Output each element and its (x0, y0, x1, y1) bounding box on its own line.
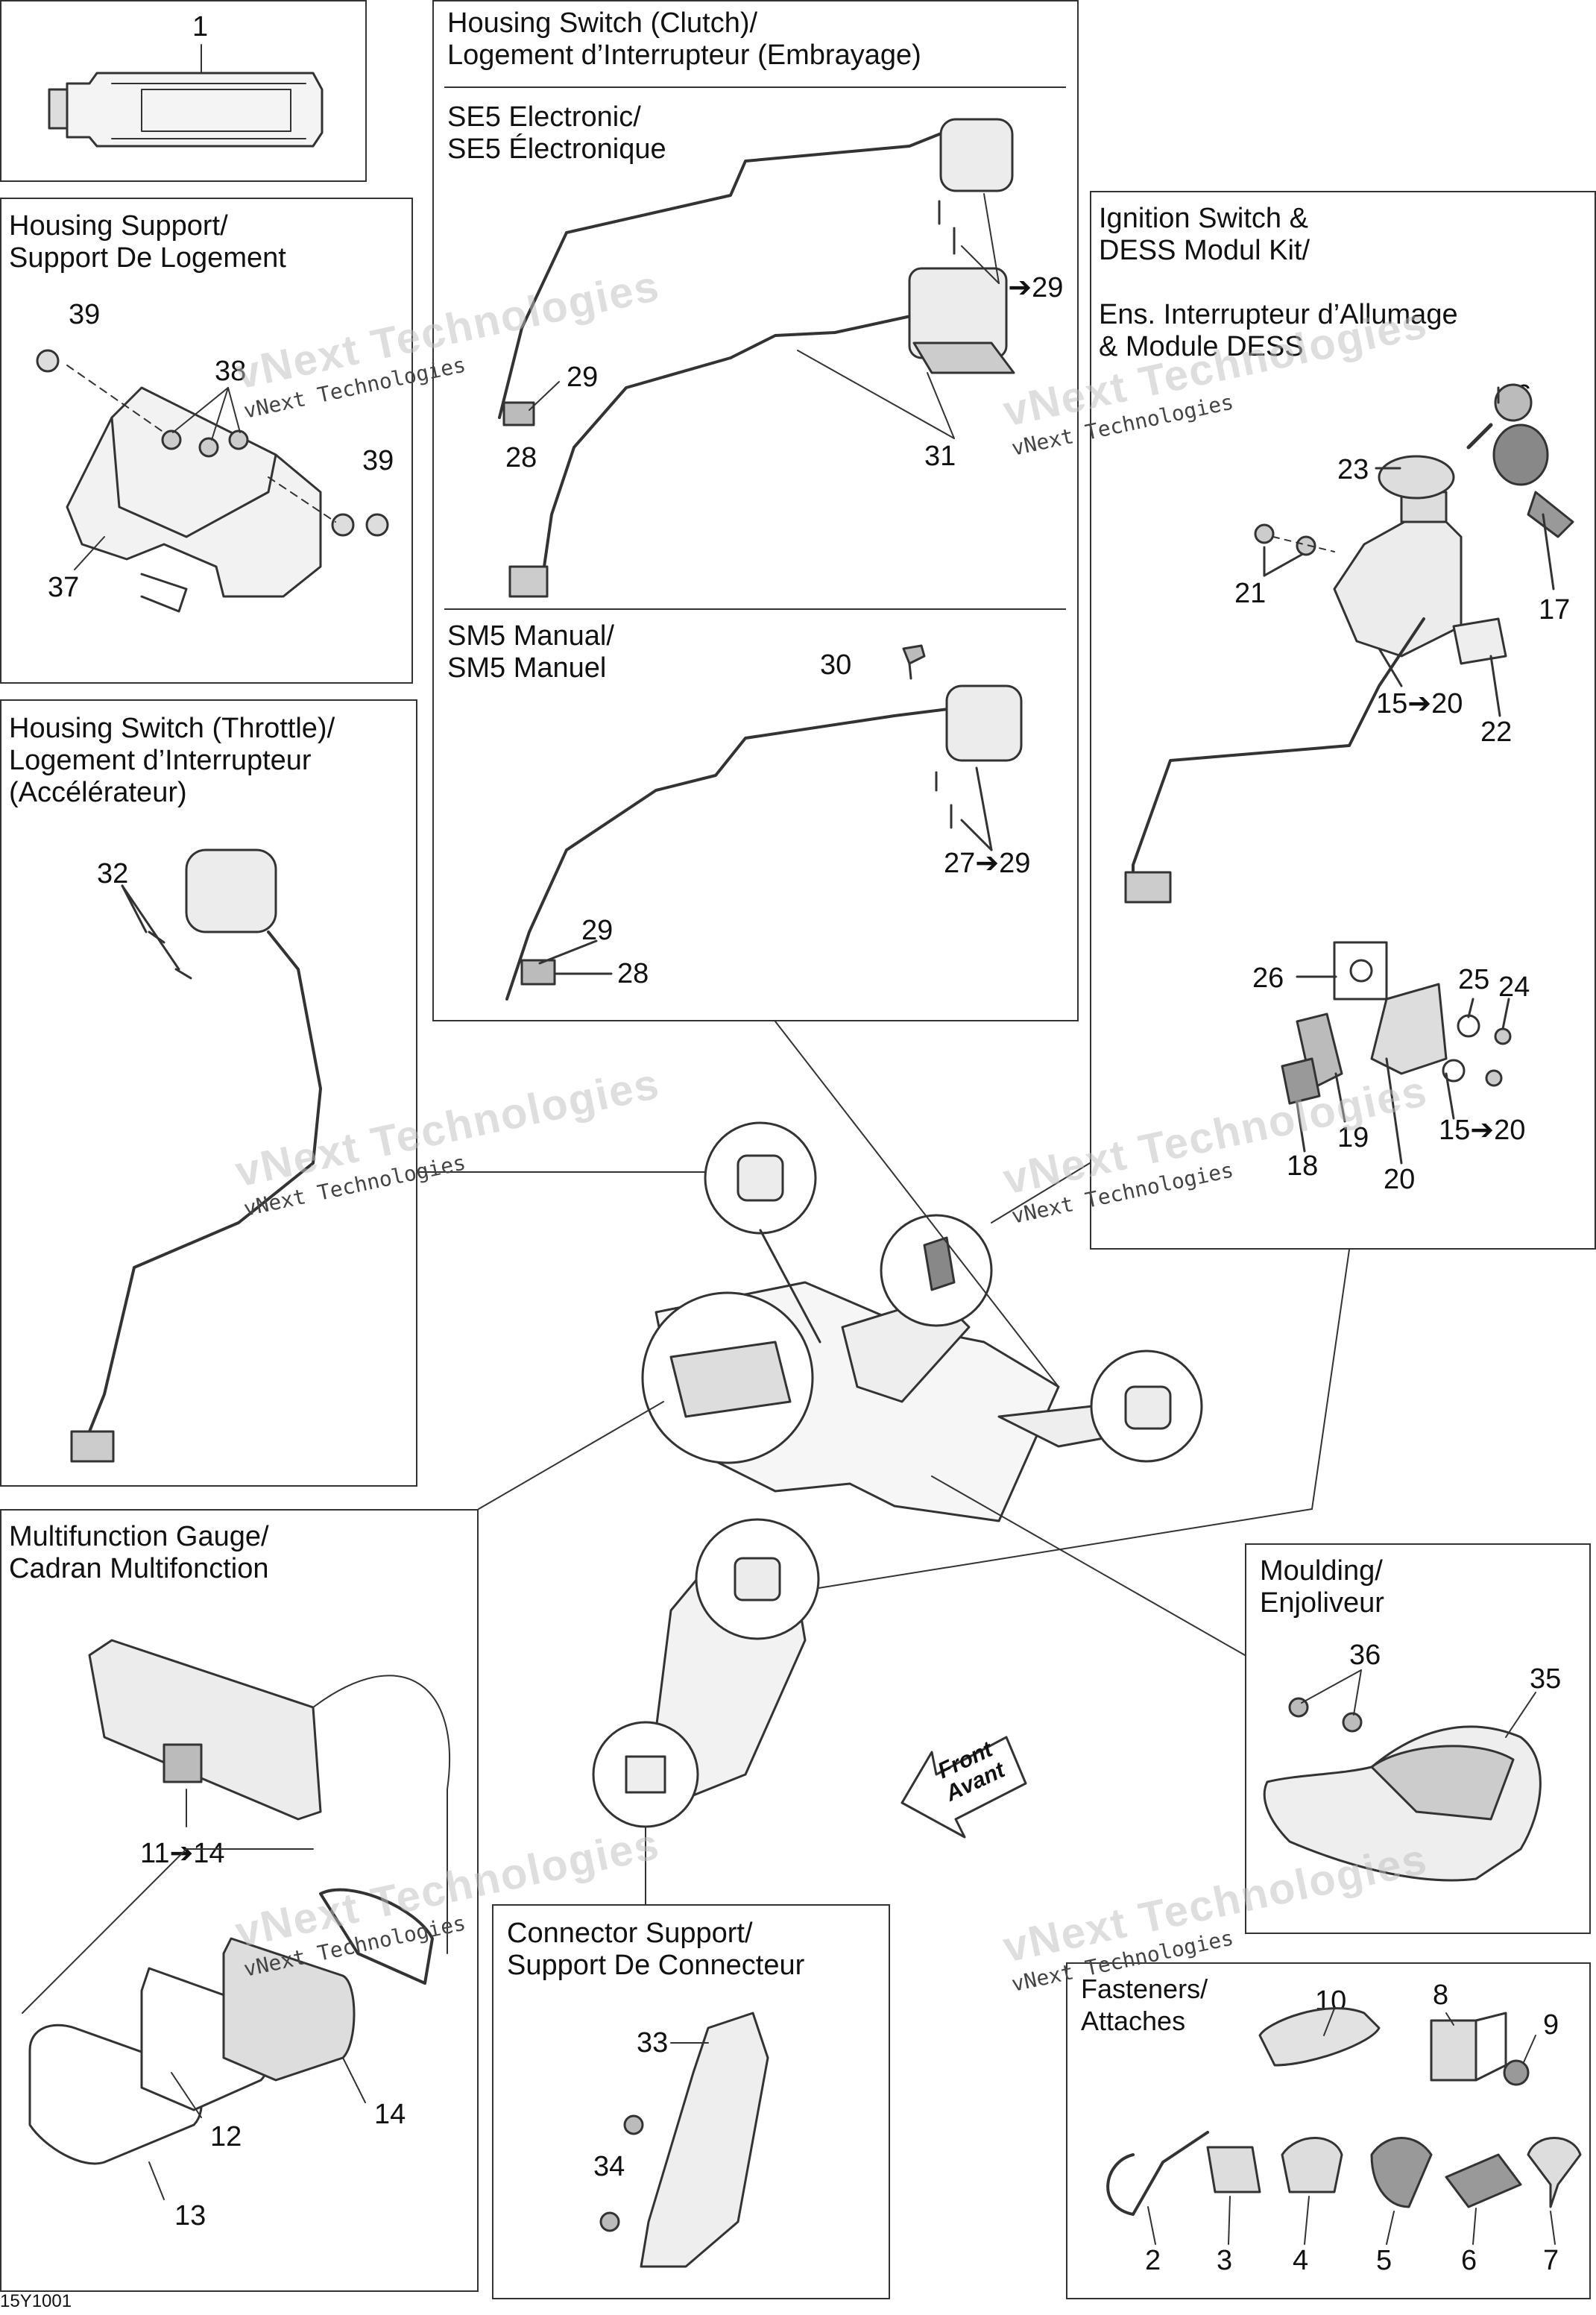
callout-9: 9 (1543, 2009, 1559, 2041)
callout-6: 6 (1461, 2245, 1477, 2276)
callout-14: 14 (374, 2099, 406, 2130)
callout-8: 8 (1433, 1979, 1449, 2011)
housing-support-title: Housing Support/ Support De Logement (9, 210, 286, 274)
callout-32: 32 (97, 858, 129, 889)
callout-39a: 39 (69, 299, 101, 330)
callout-15-20b: 15➔20 (1439, 1115, 1526, 1146)
panel-housing-switch-throttle (0, 699, 417, 1487)
sm5-title: SM5 Manual/ SM5 Manuel (447, 620, 614, 684)
multifunction-gauge-parts (22, 1639, 451, 2200)
callout-19: 19 (1337, 1122, 1369, 1153)
callout-37: 37 (48, 572, 80, 603)
fastener-parts (1106, 2007, 1582, 2245)
callout-21: 21 (1234, 578, 1267, 609)
callout-35: 35 (1530, 1663, 1562, 1695)
housing-support-bracket (36, 349, 389, 613)
callout-23: 23 (1337, 454, 1369, 485)
gauge-title: Multifunction Gauge/ Cadran Multifonctio… (9, 1521, 269, 1584)
se5-clutch-switch-harness (498, 118, 1015, 598)
front-direction-arrow (900, 1736, 1027, 1839)
panel-housing-support (0, 198, 413, 684)
moulding-title: Moulding/ Enjoliveur (1260, 1555, 1384, 1619)
callout-2: 2 (1145, 2245, 1161, 2276)
throttle-title: Housing Switch (Throttle)/ Logement d’In… (9, 713, 335, 808)
callout-5: 5 (1376, 2245, 1392, 2276)
callout-4: 4 (1293, 2245, 1309, 2276)
clutch-title-divider (444, 86, 1066, 88)
callout-30: 30 (820, 649, 852, 681)
grease-tube-part (48, 44, 324, 148)
callout-1: 1 (192, 11, 209, 42)
callout-3: 3 (1217, 2245, 1233, 2276)
callout-7: 7 (1543, 2245, 1559, 2276)
callout-13: 13 (174, 2200, 206, 2231)
sm5-clutch-switch-harness (505, 644, 1023, 1001)
callout-33: 33 (637, 2027, 669, 2059)
callout-15-20a: 15➔20 (1376, 688, 1463, 719)
ignition-switch-parts (1124, 383, 1574, 1165)
callout-34: 34 (593, 2151, 625, 2182)
callout-36: 36 (1349, 1640, 1381, 1671)
callout-12: 12 (210, 2121, 242, 2152)
moulding-parts (1263, 1669, 1542, 1882)
se5-title: SE5 Electronic/ SE5 Électronique (447, 101, 666, 165)
callout-18: 18 (1287, 1150, 1319, 1182)
callout-22: 22 (1480, 716, 1513, 748)
connector-support-part (599, 2012, 769, 2268)
callout-28b: 28 (617, 958, 649, 989)
callout-39b: 39 (362, 445, 394, 476)
throttle-switch-harness (70, 848, 322, 1463)
callout-38: 38 (215, 356, 247, 387)
callout-17: 17 (1539, 594, 1571, 626)
connector-title: Connector Support/ Support De Connecteur (507, 1918, 805, 1981)
callout-28a: 28 (505, 442, 537, 473)
callout-20: 20 (1384, 1164, 1416, 1195)
clutch-title: Housing Switch (Clutch)/ Logement d’Inte… (447, 7, 921, 71)
callout-24: 24 (1498, 971, 1530, 1003)
center-console-assembly (417, 1021, 1350, 1905)
se5-sm5-divider (444, 608, 1066, 610)
fasteners-title: Fasteners/ Attaches (1081, 1974, 1208, 2036)
callout-29a: 29 (567, 362, 599, 393)
callout-26: 26 (1252, 963, 1284, 994)
drawing-code: 15Y1001 (0, 2291, 72, 2311)
callout-27-29b: 27➔29 (944, 848, 1031, 879)
callout-25: 25 (1458, 964, 1490, 995)
panel-ignition-dess-body (1090, 191, 1596, 1250)
callout-31: 31 (924, 441, 956, 472)
ignition-title: Ignition Switch & DESS Modul Kit/ Ens. I… (1099, 203, 1458, 362)
